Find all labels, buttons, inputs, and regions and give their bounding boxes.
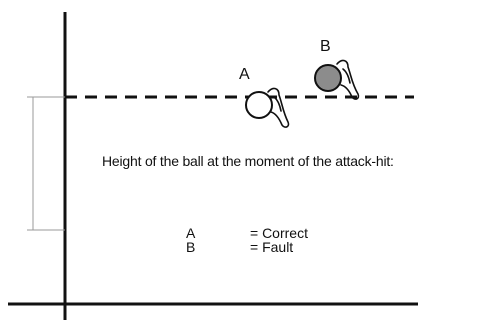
legend-key: A [186, 225, 196, 241]
hand-b-icon [336, 59, 360, 100]
ball-b [314, 64, 342, 92]
ball-a [245, 91, 273, 119]
legend-value: = Fault [250, 239, 294, 255]
legend-value: = Correct [250, 225, 308, 241]
diagram-caption: Height of the ball at the moment of the … [102, 153, 394, 169]
ball-a-label: A [239, 66, 250, 83]
legend-row-b: B = Fault [186, 240, 308, 254]
ball-b-label: B [320, 38, 331, 55]
legend-key: B [186, 239, 196, 255]
hand-a-icon [267, 87, 290, 128]
legend: A = Correct B = Fault [186, 226, 308, 254]
legend-row-a: A = Correct [186, 226, 308, 240]
